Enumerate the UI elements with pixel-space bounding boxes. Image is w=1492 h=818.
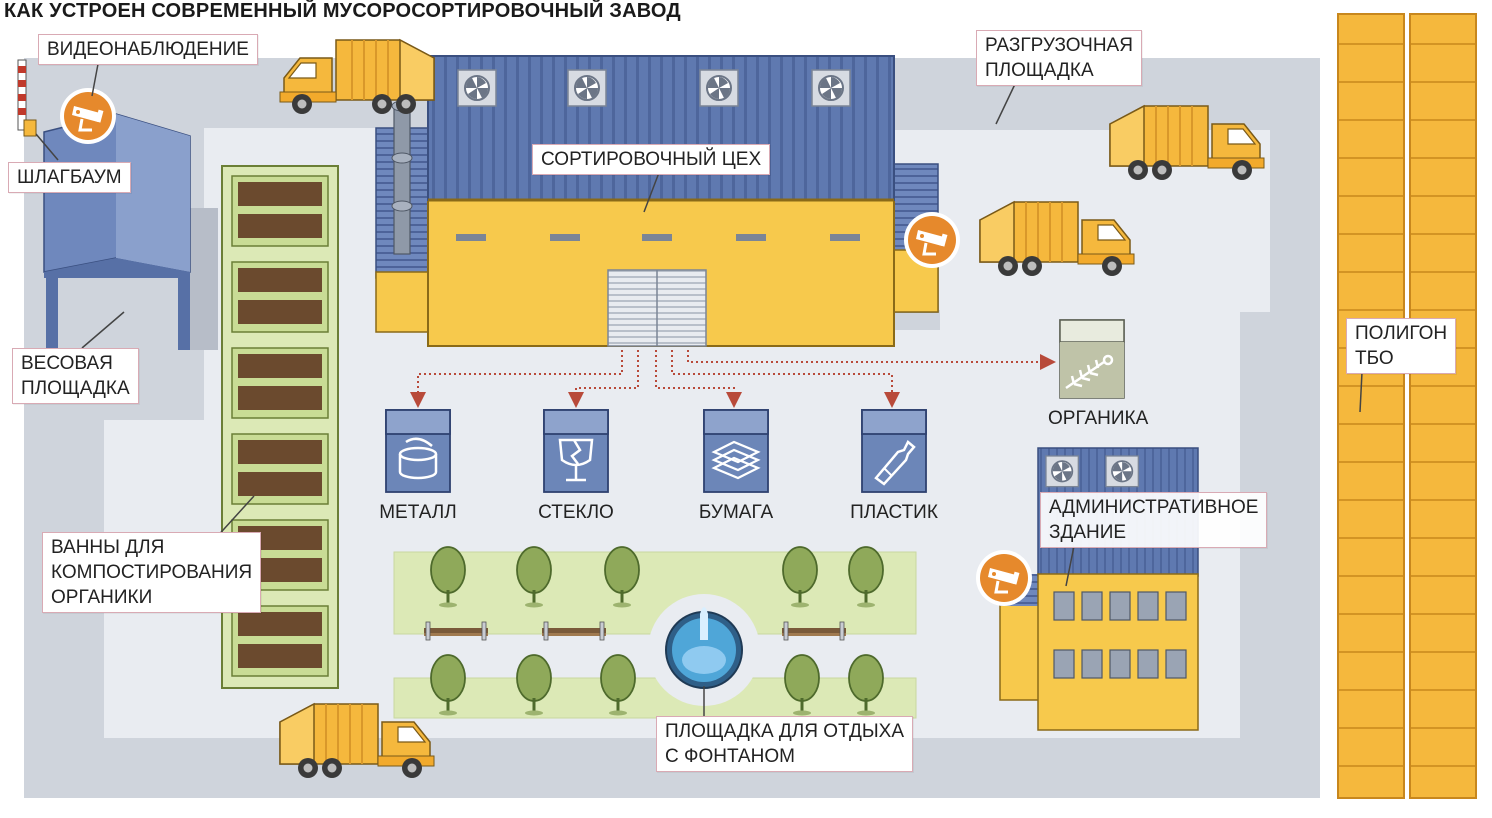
page-title: КАК УСТРОЕН СОВРЕМЕННЫЙ МУСОРОСОРТИРОВОЧ… bbox=[4, 0, 681, 22]
sorting-hall bbox=[375, 55, 939, 347]
organics-bin bbox=[1059, 319, 1125, 399]
plastic-bottle-icon bbox=[874, 440, 916, 486]
admin-window bbox=[1137, 591, 1159, 621]
label-text: ШЛАГБАУМ bbox=[17, 167, 122, 188]
sorting-bin bbox=[385, 409, 451, 493]
unloading-area-label: РАЗГРУЗОЧНАЯ ПЛОЩАДКА bbox=[976, 30, 1142, 86]
compost-baths-label: ВАННЫ ДЛЯ КОМПОСТИРОВАНИЯ ОРГАНИКИ bbox=[42, 532, 262, 613]
paper-stack-icon bbox=[711, 440, 761, 480]
sorting-bin bbox=[861, 409, 927, 493]
label-line: РАЗГРУЗОЧНАЯ bbox=[985, 35, 1133, 56]
sorting-hall-label: СОРТИРОВОЧНЫЙ ЦЕХ bbox=[532, 144, 771, 175]
rest-area bbox=[393, 545, 917, 719]
rest-area-label: ПЛОЩАДКА ДЛЯ ОТДЫХА С ФОНТАНОМ bbox=[656, 716, 914, 772]
sorting-bin bbox=[543, 409, 609, 493]
barrier-label: ШЛАГБАУМ bbox=[8, 162, 131, 193]
admin-window bbox=[1053, 649, 1075, 679]
broken-glass-icon bbox=[558, 438, 594, 482]
admin-building-label: АДМИНИСТРАТИВНОЕ ЗДАНИЕ bbox=[1040, 492, 1268, 548]
security-camera-icon bbox=[974, 548, 1034, 608]
compost-bath bbox=[231, 261, 329, 333]
admin-window bbox=[1165, 649, 1187, 679]
label-text: СОРТИРОВОЧНЫЙ ЦЕХ bbox=[541, 149, 762, 170]
label-line: С ФОНТАНОМ bbox=[665, 746, 795, 767]
admin-window bbox=[1165, 591, 1187, 621]
compost-bath bbox=[231, 605, 329, 677]
fish-bone-icon bbox=[1065, 354, 1114, 390]
compost-bath bbox=[231, 433, 329, 505]
landfill-label: ПОЛИГОН ТБО bbox=[1346, 318, 1457, 374]
compost-bath bbox=[231, 347, 329, 419]
sorting-bin bbox=[703, 409, 769, 493]
admin-window bbox=[1137, 649, 1159, 679]
label-line: ПОЛИГОН bbox=[1355, 323, 1448, 344]
admin-window bbox=[1081, 649, 1103, 679]
weighing-platform bbox=[43, 113, 218, 350]
admin-window bbox=[1053, 591, 1075, 621]
security-camera-icon bbox=[902, 210, 962, 270]
video-surveillance-label: ВИДЕОНАБЛЮДЕНИЕ bbox=[38, 34, 258, 65]
label-line: КОМПОСТИРОВАНИЯ bbox=[51, 562, 253, 583]
admin-window bbox=[1081, 591, 1103, 621]
bin-label: МЕТАЛЛ bbox=[379, 502, 457, 523]
admin-window bbox=[1109, 591, 1131, 621]
admin-window bbox=[1109, 649, 1131, 679]
sorting-flow-arrows bbox=[410, 350, 1056, 408]
label-line: ТБО bbox=[1355, 348, 1394, 369]
label-line: ВАННЫ ДЛЯ bbox=[51, 537, 165, 558]
security-camera-icon bbox=[58, 86, 118, 146]
landfill bbox=[1337, 13, 1477, 799]
label-line: ЗДАНИЕ bbox=[1049, 522, 1127, 543]
label-line: ПЛОЩАДКА bbox=[985, 60, 1094, 81]
label-line: ВЕСОВАЯ bbox=[21, 353, 113, 374]
label-line: АДМИНИСТРАТИВНОЕ bbox=[1049, 497, 1259, 518]
label-text: ВИДЕОНАБЛЮДЕНИЕ bbox=[47, 39, 249, 60]
weighing-platform-label: ВЕСОВАЯ ПЛОЩАДКА bbox=[12, 348, 139, 404]
barrier-gate bbox=[17, 59, 37, 137]
label-line: ПЛОЩАДКА bbox=[21, 378, 130, 399]
fountain-icon bbox=[665, 607, 743, 689]
bin-label: СТЕКЛО bbox=[538, 502, 614, 523]
bin-label: ПЛАСТИК bbox=[850, 502, 938, 523]
label-line: ОРГАНИКИ bbox=[51, 587, 153, 608]
compost-baths bbox=[221, 165, 339, 689]
compost-bath bbox=[231, 175, 329, 247]
can-icon bbox=[398, 437, 438, 480]
organics-label: ОРГАНИКА bbox=[1048, 408, 1149, 429]
bin-label: БУМАГА bbox=[698, 502, 774, 523]
label-line: ПЛОЩАДКА ДЛЯ ОТДЫХА bbox=[665, 721, 905, 742]
